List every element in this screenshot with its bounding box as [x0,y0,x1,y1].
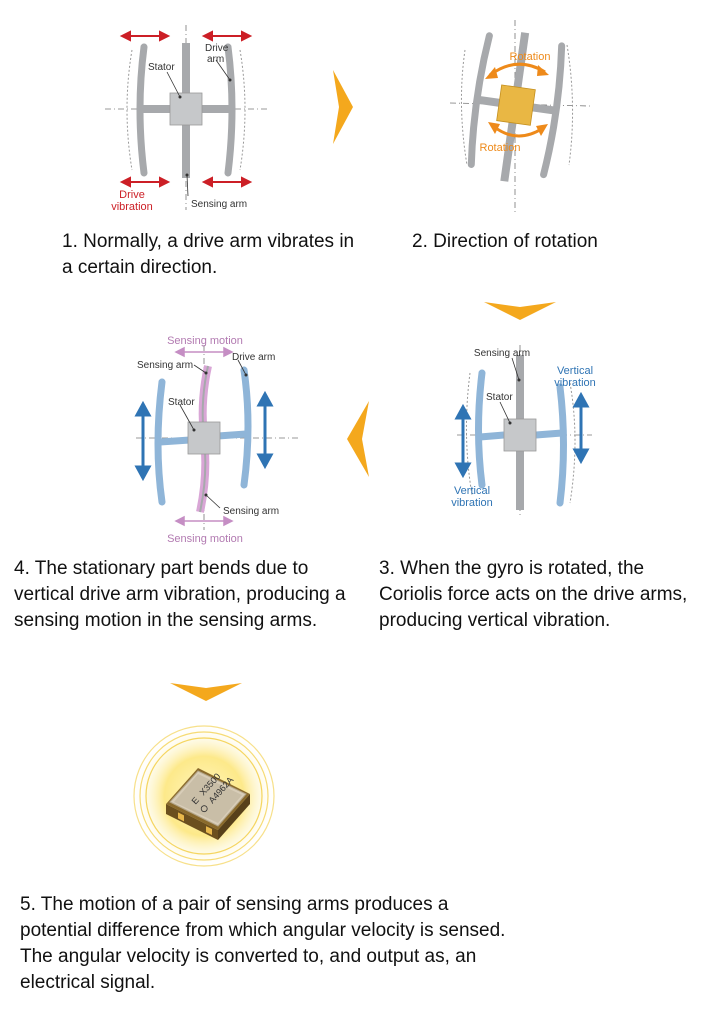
sensing-motion-arrow-top [174,346,234,358]
sensing-motion-label-bottom: Sensing motion [167,533,243,545]
stator [187,421,221,455]
drive-vibration-arrows-bottom [119,176,253,188]
vertical-vibration-arrow-left [454,403,472,479]
caption-step1: 1. Normally, a drive arm vibrates in a c… [62,231,355,278]
sensing-arm-label-top: Sensing arm [137,360,193,371]
stator-label: Stator [148,62,175,73]
flow-arrow-down-1 [484,302,556,320]
caption-step4: 4. The stationary part bends due to vert… [14,558,346,631]
chip-brand: E [190,795,201,806]
rotating-stator [496,84,536,126]
stator-label: Stator [486,392,513,403]
sensing-motion-arrow-bottom [174,515,234,527]
diagram-step3: Sensing arm Stator Vertical vibration Ve… [451,345,596,515]
drive-arm-right [556,383,567,507]
vertical-vibration-label-bottom-2: vibration [451,497,493,509]
drive-arm-label-2: arm [207,54,224,65]
flow-arrow-right [333,70,353,144]
vertical-arrow-right [256,390,274,470]
drive-vibration-label-2: vibration [111,201,153,213]
vertical-vibration-label-top: Vertical [557,365,593,377]
sensing-arm-label: Sensing arm [474,348,530,359]
vertical-vibration-label-top-2: vibration [554,377,596,389]
flow-arrow-left [347,401,369,477]
stator [169,92,203,126]
drive-arm-right [240,366,252,489]
drive-arm-label: Drive [205,43,229,54]
caption-step2: 2. Direction of rotation [412,231,598,252]
sensing-arm-label-bottom: Sensing arm [223,506,279,517]
drive-vibration-label: Drive [119,189,145,201]
diagram-step4: Sensing motion Sensing arm Drive arm Sta… [134,335,298,545]
diagram-step2: Rotation Rotation [449,20,591,215]
chip-package [166,768,250,840]
rotation-arrow-bottom [488,122,548,138]
sensing-motion-label-top: Sensing motion [167,335,243,347]
vertical-vibration-arrow-right [572,391,590,465]
drive-vibration-arrows-top [119,30,253,42]
diagram-step1: Drive arm Stator Drive vibration Sensing… [105,25,270,213]
caption-step3: 3. When the gyro is rotated, the Corioli… [379,558,688,631]
drive-arm-label: Drive arm [232,352,275,363]
gyro-sensor-chip-image: E X3500 A4962A [132,724,276,868]
caption-step5: 5. The motion of a pair of sensing arms … [20,894,506,993]
vertical-vibration-label-bottom: Vertical [454,485,490,497]
rotation-label-top: Rotation [510,51,551,63]
sensing-arm-label: Sensing arm [191,199,247,210]
stator-label: Stator [168,397,195,408]
drive-arm-left [475,369,486,489]
flow-arrow-down-2 [170,683,242,701]
drive-arm-left [154,378,166,506]
vertical-arrow-left [134,400,152,482]
rotation-label-bottom: Rotation [480,142,521,154]
rotation-arrow-top [485,62,549,79]
